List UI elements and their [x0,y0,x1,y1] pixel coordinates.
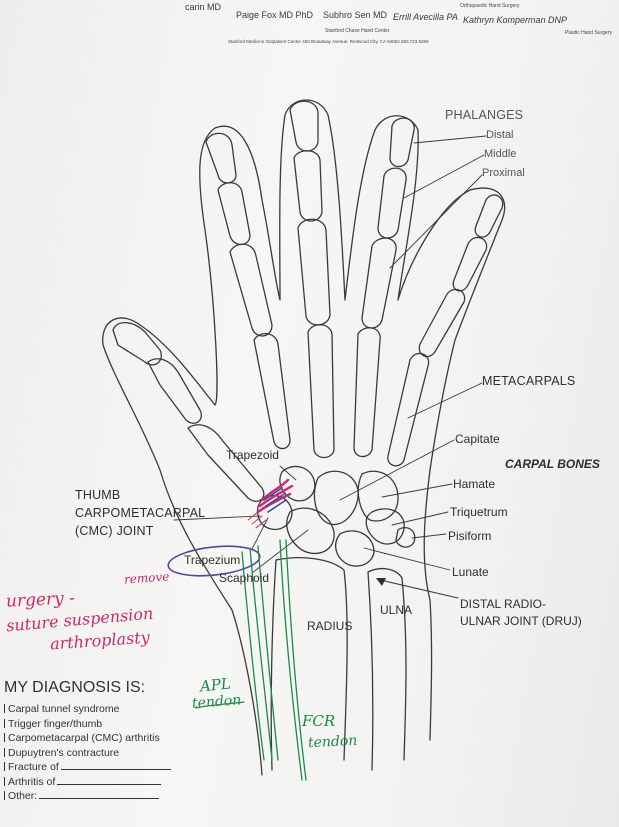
lunate-bone [336,531,374,566]
ring-middle [378,168,406,238]
label-distal: Distal [486,130,514,141]
note-apl-1: APL [199,676,231,694]
diagnosis-item[interactable]: Dupuytren's contracture [0,747,200,762]
label-thumb-cmc-2: CARPOMETACARPAL [75,507,205,520]
scaphoid-bone [287,508,334,553]
diagnosis-item[interactable]: Carpal tunnel syndrome [0,703,200,718]
note-fcr-2: tendon [308,734,358,751]
label-lunate: Lunate [452,566,489,578]
label-hamate: Hamate [453,478,495,490]
label-proximal: Proximal [482,168,525,179]
little-proximal [419,289,464,356]
thumb-metacarpal [188,425,264,501]
capitate-bone [314,471,358,524]
label-thumb-cmc-1: THUMB [75,489,120,502]
middle-middle [294,151,322,221]
index-metacarpal [254,334,290,449]
label-trapezium: Trapezium [184,554,240,566]
ulna-bone [368,569,406,770]
label-druj-1: DISTAL RADIO- [460,598,546,610]
label-ulna: ULNA [380,604,412,616]
fill-in-line[interactable] [39,798,159,799]
label-thumb-cmc-3: (CMC) JOINT [75,525,154,538]
middle-distal [290,101,318,151]
label-trapezoid: Trapezoid [226,449,279,461]
diagnosis-item[interactable]: Fracture of [0,761,200,776]
diagnosis-item-label: Carpometacarpal (CMC) arthritis [8,732,160,744]
note-trapezium-remove: remove [124,570,170,585]
pisiform-bone [396,528,415,547]
diagnosis-item[interactable]: Trigger finger/thumb [0,718,200,733]
thumb-proximal-phalanx [148,359,201,423]
little-metacarpal [388,353,429,465]
label-phalanges: PHALANGES [445,109,523,122]
checkbox[interactable] [0,719,5,728]
checkbox[interactable] [0,748,5,757]
ring-metacarpal [354,328,380,457]
label-pisiform: Pisiform [448,530,491,542]
fill-in-line[interactable] [61,769,171,770]
diagnosis-item[interactable]: Carpometacarpal (CMC) arthritis [0,732,200,747]
diagnosis-item-label: Trigger finger/thumb [8,718,102,730]
label-radius: RADIUS [307,620,352,632]
little-middle [453,237,486,290]
diagnosis-item[interactable]: Other: [0,790,200,805]
checkbox[interactable] [0,704,5,713]
hand-outline [103,100,505,775]
little-distal [475,195,503,237]
note-surgery-1: urgery - [6,590,76,611]
label-druj-2: ULNAR JOINT (DRUJ) [460,615,582,627]
middle-proximal [298,219,330,325]
note-fcr-1: FCR [302,714,335,729]
checkbox[interactable] [0,733,5,742]
diagnosis-item-label: Fracture of [8,761,59,773]
label-middle: Middle [484,149,516,160]
ring-proximal [362,238,396,328]
checkbox[interactable] [0,777,5,786]
hamate-bone [358,471,398,521]
index-distal [206,133,236,183]
label-capitate: Capitate [455,433,500,445]
checkbox[interactable] [0,791,5,800]
index-proximal [230,244,272,336]
diagnosis-list: Carpal tunnel syndrome Trigger finger/th… [0,703,200,805]
label-carpal-bones: CARPAL BONES [505,458,600,470]
diagnosis-item-label: Carpal tunnel syndrome [8,703,119,715]
diagnosis-item-label: Other: [8,790,37,802]
label-scaphoid: Scaphoid [219,572,269,584]
middle-metacarpal [308,325,334,458]
diagnosis-item[interactable]: Arthritis of [0,776,200,791]
fcr-tendon-lines [280,540,306,780]
diagnosis-item-label: Dupuytren's contracture [8,747,119,759]
diagnosis-item-label: Arthritis of [8,776,55,788]
label-metacarpals: METACARPALS [482,375,575,388]
triquetrum-bone [366,509,404,544]
index-middle [218,183,250,245]
fill-in-line[interactable] [57,784,161,785]
label-triquetrum: Triquetrum [450,506,508,518]
ring-distal [390,118,414,166]
diagnosis-title: MY DIAGNOSIS IS: [4,680,145,696]
checkbox[interactable] [0,762,5,771]
